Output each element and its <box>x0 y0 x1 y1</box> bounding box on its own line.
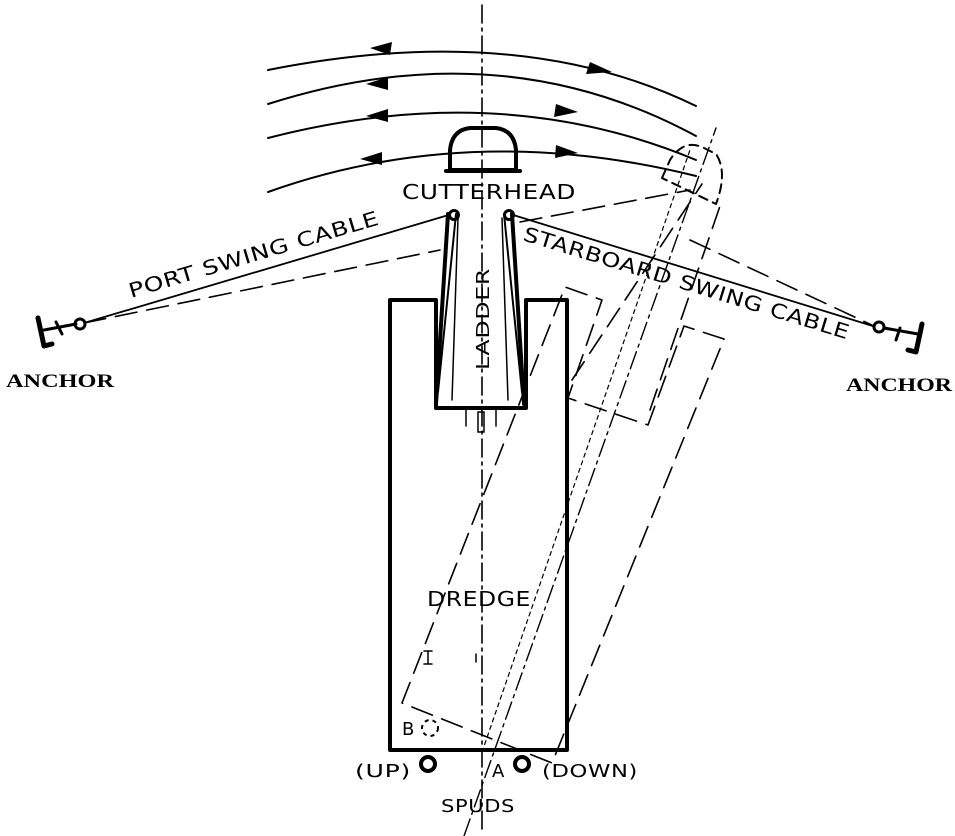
swing-arc-3 <box>267 111 697 161</box>
label-spud-b: B <box>402 719 415 740</box>
swing-arc-4 <box>267 150 697 193</box>
arrow-left-2 <box>366 77 388 90</box>
label-up: (UP) <box>355 761 411 782</box>
arrow-left-3 <box>366 109 388 122</box>
label-anchor-left: ANCHOR <box>6 371 114 392</box>
spud-up <box>419 755 437 773</box>
spacer-marks <box>423 650 477 665</box>
cutterhead-swung-shape <box>661 144 723 205</box>
label-ladder: LADDER <box>473 268 494 370</box>
ladder-shape <box>434 212 526 433</box>
label-cutterhead: CUTTERHEAD <box>402 180 576 204</box>
swung-cable-dashed-a <box>519 189 691 223</box>
label-spuds: SPUDS <box>441 796 515 817</box>
label-anchor-right: ANCHOR <box>846 375 952 396</box>
arrow-left-1 <box>370 42 392 55</box>
anchor-right-icon <box>872 320 925 355</box>
arrow-left-4 <box>360 152 382 165</box>
starboard-swing-cable-dashed <box>689 239 877 328</box>
spud-b-dashed <box>421 719 439 737</box>
port-swing-cable-dashed <box>83 249 441 324</box>
label-spud-a: A <box>492 761 505 782</box>
dredge-swung-outline <box>401 183 725 764</box>
label-down: (DOWN) <box>542 761 638 782</box>
arrow-right-3 <box>554 104 578 117</box>
port-swing-cable-line <box>83 213 453 324</box>
swing-arcs <box>267 42 697 193</box>
anchor-left-icon <box>35 315 87 349</box>
swing-arc-2 <box>267 72 697 137</box>
dredge-swung-centerline <box>463 127 717 836</box>
label-dredge: DREDGE <box>427 587 531 611</box>
label-starboard-swing-cable: STARBOARD SWING CABLE <box>521 222 853 344</box>
swing-arc-1 <box>267 50 697 107</box>
pivot-line <box>481 149 691 753</box>
spud-down <box>513 755 531 773</box>
port-cable-sheave <box>448 209 460 221</box>
starboard-swing-cable-line <box>509 213 877 328</box>
arrow-right-1 <box>586 62 612 74</box>
cutterhead-shape <box>448 126 518 172</box>
arrow-right-4 <box>555 145 578 158</box>
dredge-hull <box>388 298 569 752</box>
